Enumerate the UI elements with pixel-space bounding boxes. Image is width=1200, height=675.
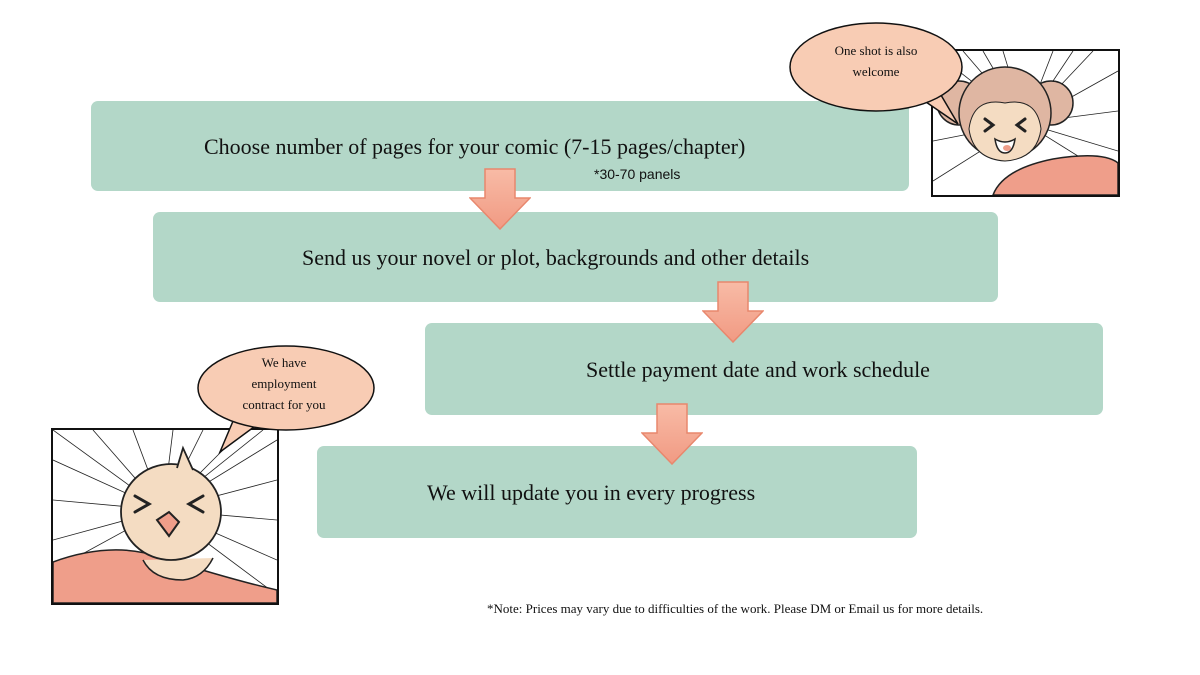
comic-panel-monkey <box>931 49 1120 197</box>
down-arrow-icon <box>702 281 764 343</box>
step-send-plot: Send us your novel or plot, backgrounds … <box>153 212 998 302</box>
bun-character-icon <box>53 430 277 603</box>
speech-bubble-top: One shot is also welcome <box>788 20 968 130</box>
step-progress-updates: We will update you in every progress <box>317 446 917 538</box>
bubble-line: contract for you <box>242 397 326 412</box>
bubble-line: One shot is also <box>834 43 918 58</box>
comic-panel-bun <box>51 428 279 605</box>
step-text: Send us your novel or plot, backgrounds … <box>302 245 810 270</box>
step-text: Settle payment date and work schedule <box>586 357 930 382</box>
speech-bubble-bottom: We have employment contract for you <box>196 344 378 455</box>
speech-bubble-icon <box>197 345 375 455</box>
down-arrow-icon <box>469 168 531 230</box>
monkey-character-icon <box>933 51 1118 195</box>
footnote: *Note: Prices may vary due to difficulti… <box>487 601 984 616</box>
step-text: We will update you in every progress <box>427 480 756 505</box>
step-text: Choose number of pages for your comic (7… <box>204 134 746 159</box>
step-settle-payment: Settle payment date and work schedule <box>425 323 1103 415</box>
bubble-text: One shot is also welcome <box>798 40 954 82</box>
bubble-text: We have employment contract for you <box>214 352 354 415</box>
bubble-line: employment <box>251 376 317 391</box>
bubble-line: We have <box>261 355 307 370</box>
step-note: *30-70 panels <box>594 166 681 182</box>
down-arrow-icon <box>641 403 703 465</box>
bubble-line: welcome <box>852 64 900 79</box>
speech-bubble-icon <box>789 22 963 125</box>
